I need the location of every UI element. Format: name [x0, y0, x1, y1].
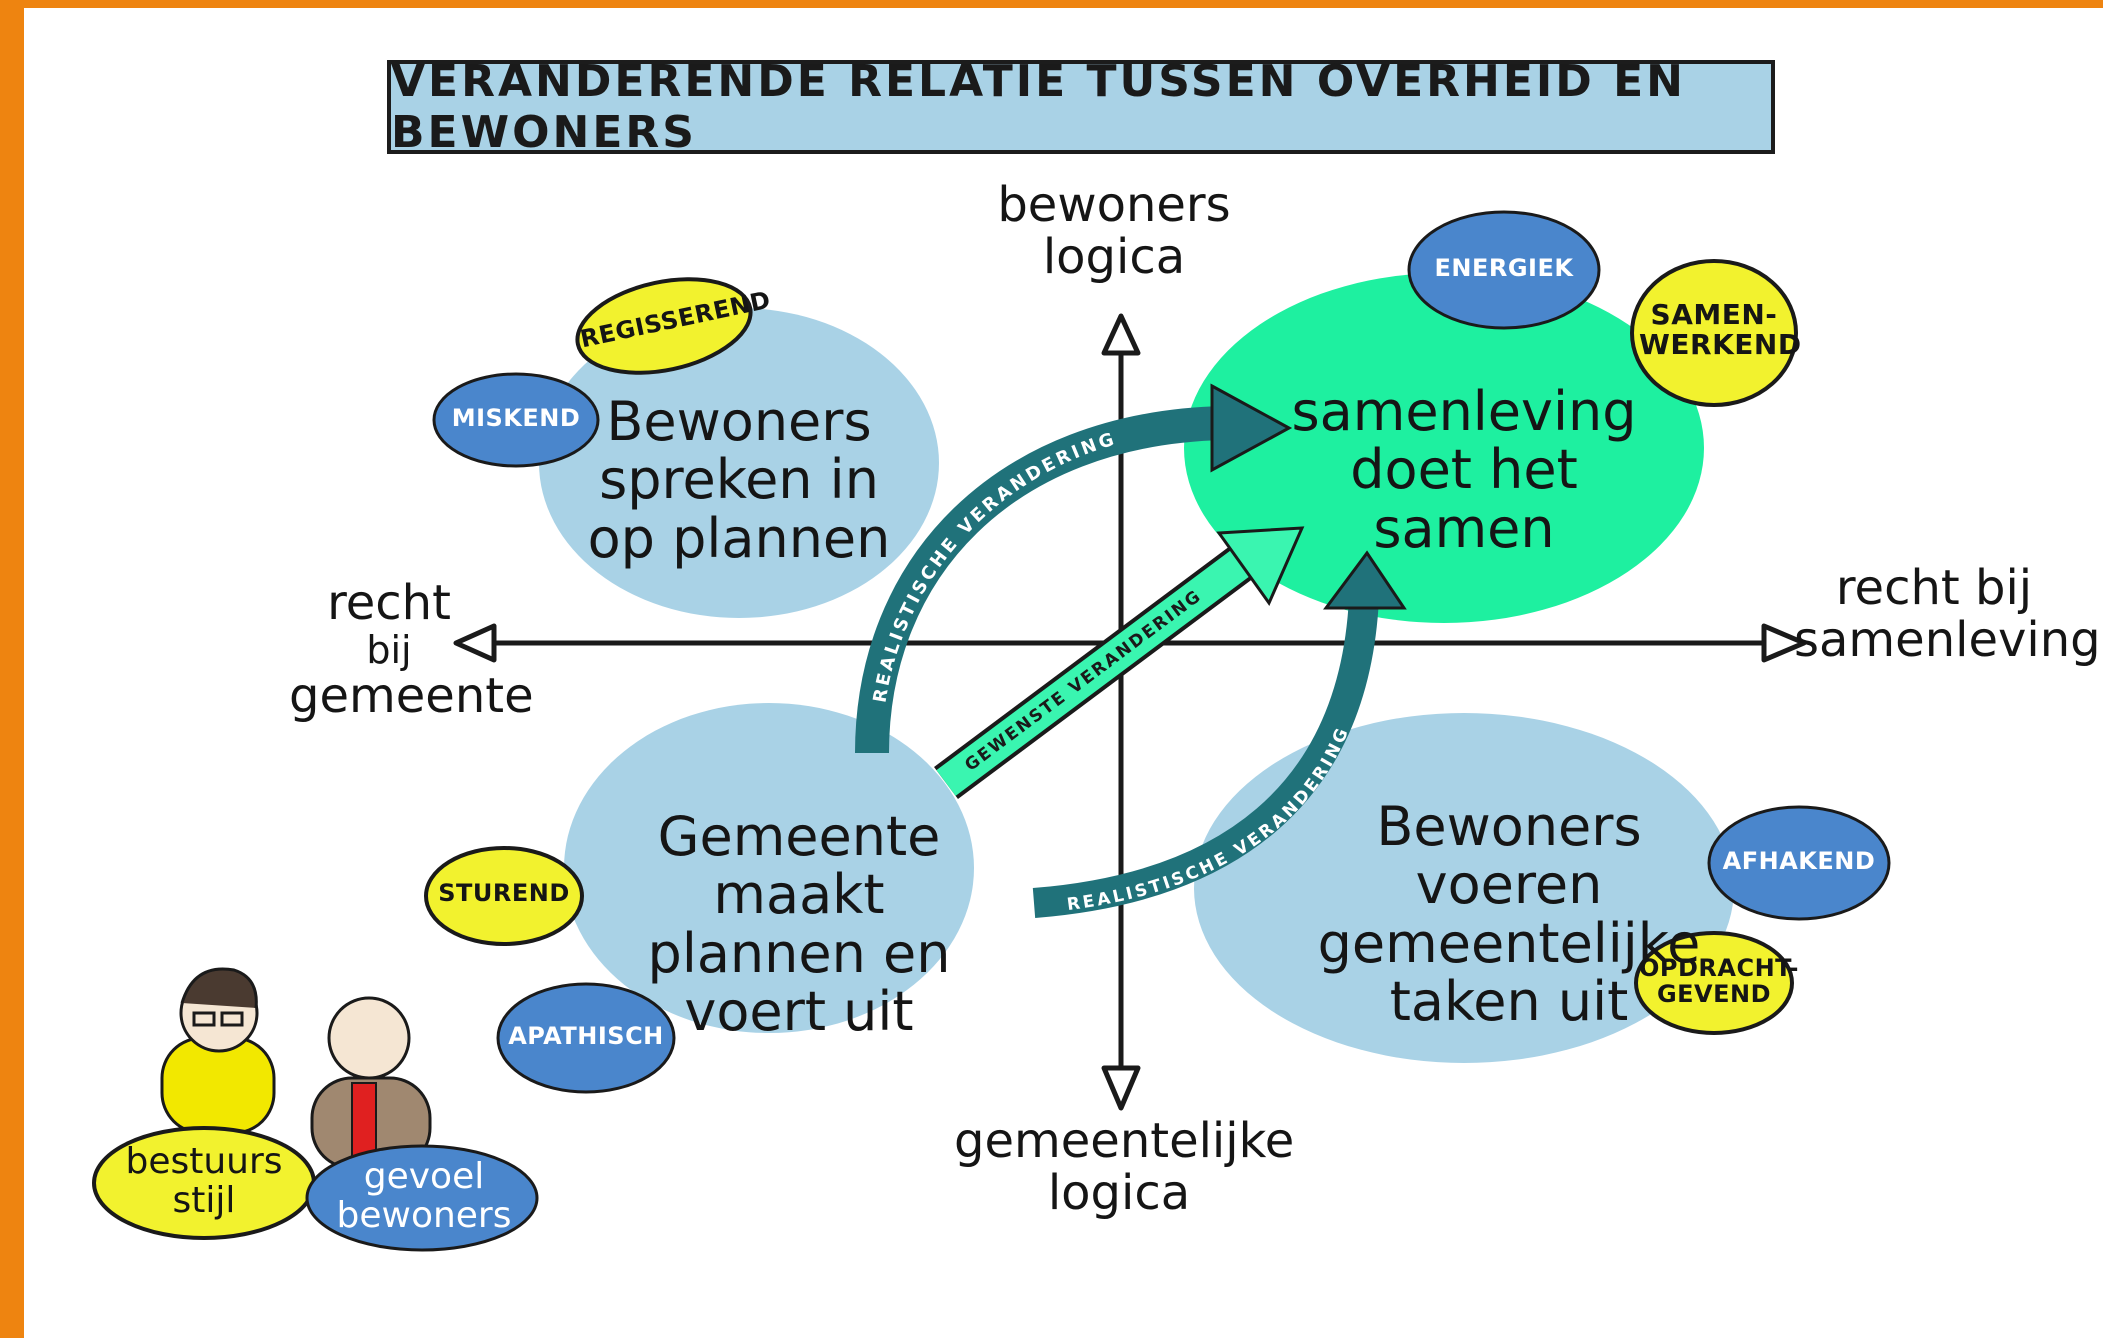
realistic-change-arrow-top: [855, 406, 1225, 754]
feeling-label-bottom-right: AFHAKEND: [1714, 847, 1884, 875]
quadrant-label-line: Gemeente maakt: [657, 805, 941, 927]
style-label-bottom-left: STUREND: [429, 879, 579, 907]
quadrant-label-line: Bewoners: [606, 390, 872, 453]
axis-label-line: recht bij: [1835, 560, 2033, 616]
quadrant-label-top-left: Bewoners spreken in op plannen: [579, 390, 899, 570]
axis-label-left: recht bij gemeente: [289, 575, 534, 724]
title-banner: VERANDERENDE RELATIE TUSSEN OVERHEID EN …: [387, 56, 1775, 158]
desired-change-arrow-fill: [936, 540, 1264, 796]
realistic-change-arrowhead-bottom: [1323, 550, 1407, 610]
quadrant-blob-top-right: [1184, 273, 1704, 623]
style-label-top-right: SAMEN- WERKEND: [1639, 298, 1802, 362]
style-label-line: GEVEND: [1656, 979, 1772, 1008]
character-right-illustration: [310, 996, 432, 1170]
legend-style-label: bestuurs stijl: [104, 1141, 304, 1221]
axis-label-top: bewoners logica: [979, 177, 1249, 285]
feeling-cloud-top-right: [1407, 210, 1601, 330]
axis-label-line: recht: [327, 575, 451, 631]
legend-line: bestuurs: [125, 1141, 283, 1182]
quadrant-label-line: voert uit: [684, 979, 914, 1043]
axis-label-line: bewoners: [997, 177, 1231, 233]
quadrant-label-bottom-left: Gemeente maakt plannen en voert uit: [599, 805, 999, 1043]
style-badge-bottom-left: [424, 846, 584, 946]
feeling-cloud-bottom-right: [1707, 805, 1891, 921]
legend-line: stijl: [172, 1179, 236, 1221]
quadrant-label-top-right: samenleving doet het samen: [1254, 380, 1674, 560]
diagram-graphics: REALISTISCHE VERANDERING GEWENSTE VERAND…: [92, 210, 1891, 1252]
feeling-label-text: AFHAKEND: [1722, 847, 1876, 875]
legend-feeling-cloud: [305, 1144, 539, 1252]
style-badge-top-right: [1630, 259, 1798, 407]
axis-label-line: gemeente: [289, 667, 534, 724]
diagram-title: VERANDERENDE RELATIE TUSSEN OVERHEID EN …: [391, 56, 1687, 158]
feeling-label-text: MISKEND: [451, 404, 581, 432]
quadrant-label-line: Bewoners voeren: [1376, 795, 1642, 917]
desired-change-label: GEWENSTE VERANDERING: [961, 586, 1206, 776]
feeling-label-bottom-left: APATHISCH: [501, 1022, 671, 1050]
quadrant-blob-top-left: [539, 308, 939, 618]
axis-arrowhead-top: [1101, 313, 1141, 356]
style-badge-top-left: [575, 277, 753, 375]
style-badge-bottom-right: [1634, 931, 1794, 1035]
quadrant-label-line: gemeentelijke: [1317, 911, 1701, 975]
desired-change-arrowhead: [1216, 526, 1305, 607]
diagram-canvas: VERANDERENDE RELATIE TUSSEN OVERHEID EN …: [24, 8, 2103, 1338]
axis-label-right: recht bij samenleving: [1794, 560, 2101, 668]
legend-line: bewoners: [336, 1194, 512, 1236]
quadrant-label-line: spreken in: [599, 448, 879, 512]
style-label-line: WERKEND: [1639, 328, 1802, 362]
quadrant-label-line: samenleving: [1291, 380, 1637, 443]
quadrant-label-line: plannen en: [647, 921, 951, 985]
axis-label-bottom: gemeentelijke logica: [954, 1113, 1295, 1221]
axis-label-line: bij: [366, 627, 412, 672]
quadrant-label-line: doet het samen: [1350, 438, 1578, 560]
feeling-label-top-right: ENERGIEK: [1419, 254, 1589, 282]
axis-label-line: logica: [1042, 228, 1186, 285]
realistic-change-arrow-bottom: [1032, 597, 1379, 918]
feeling-label-text: APATHISCH: [508, 1022, 664, 1050]
style-label-line: SAMEN-: [1650, 298, 1778, 331]
quadrant-label-line: op plannen: [587, 506, 891, 570]
feeling-cloud-top-left: [432, 372, 600, 468]
axis-arrowhead-left: [453, 623, 497, 663]
axis-arrowhead-right: [1761, 623, 1807, 663]
style-label-bottom-right: OPDRACHT- GEVEND: [1639, 954, 1799, 1008]
axis-label-line: gemeentelijke: [954, 1113, 1295, 1169]
axis-label-line: samenleving: [1794, 611, 2101, 668]
style-label-text: STUREND: [438, 879, 570, 907]
legend-line: gevoel: [363, 1156, 485, 1197]
style-label-line: OPDRACHT-: [1639, 954, 1799, 982]
axis-label-line: logica: [1047, 1164, 1191, 1221]
quadrant-blob-bottom-right: [1194, 713, 1734, 1063]
feeling-label-top-left: MISKEND: [436, 404, 596, 432]
quadrant-blob-bottom-left: [564, 703, 974, 1033]
legend-feeling-label: gevoel bewoners: [319, 1156, 529, 1236]
quadrant-label-bottom-right: Bewoners voeren gemeentelijke taken uit: [1289, 795, 1729, 1033]
feeling-cloud-bottom-left: [496, 982, 676, 1094]
feeling-label-text: ENERGIEK: [1434, 254, 1574, 282]
axis-arrowhead-bottom: [1101, 1065, 1141, 1111]
character-left-illustration: [160, 967, 276, 1135]
quadrant-label-line: taken uit: [1389, 969, 1629, 1033]
realistic-change-arrowhead-top: [1210, 383, 1293, 473]
